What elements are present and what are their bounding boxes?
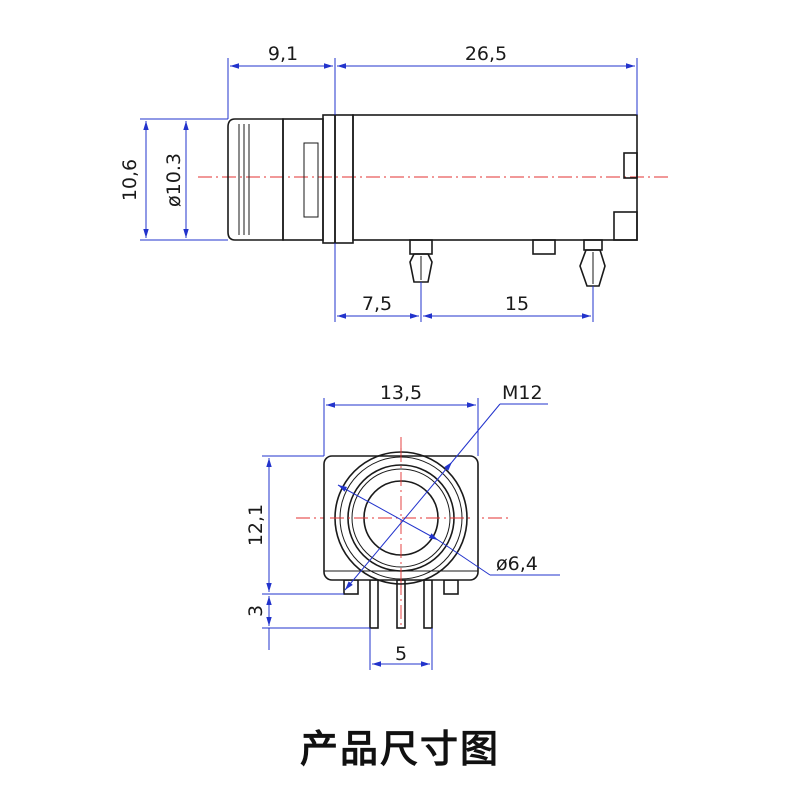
dim-body-length: 26,5 [465, 43, 507, 65]
dim-pin-offset: 7,5 [362, 293, 392, 315]
dim-front-height: 12,1 [245, 504, 267, 546]
side-main-body [352, 114, 638, 241]
side-post [532, 239, 556, 255]
side-pin-1 [409, 239, 433, 283]
dim-height: 10,6 [119, 159, 141, 201]
dim-pin-length: 3 [245, 605, 267, 617]
side-flange-ring [334, 114, 354, 244]
front-view: M12 ø6,4 13,5 12,1 3 5 [245, 382, 560, 670]
side-front-nut [227, 118, 284, 241]
drawing-caption: 产品尺寸图 [300, 727, 500, 771]
front-pin-right [423, 579, 433, 629]
dim-pin-pitch: 5 [395, 643, 407, 665]
dim-thread: M12 [502, 382, 543, 404]
side-flange [322, 114, 336, 244]
dim-width: 13,5 [380, 382, 422, 404]
side-pin-2 [579, 239, 606, 287]
side-view: 9,1 26,5 10,6 ø10.3 7,5 15 [119, 43, 672, 322]
side-rear-tab [623, 152, 638, 179]
side-rear-lug [613, 211, 638, 241]
dim-pin-spacing: 15 [505, 293, 529, 315]
front-pin-left [369, 579, 379, 629]
dim-bore: ø6,4 [496, 553, 538, 575]
front-pin-foot-right [443, 579, 459, 595]
dim-front-length: 9,1 [268, 43, 298, 65]
dim-front-diameter: ø10.3 [163, 153, 185, 207]
side-washer [282, 118, 324, 241]
